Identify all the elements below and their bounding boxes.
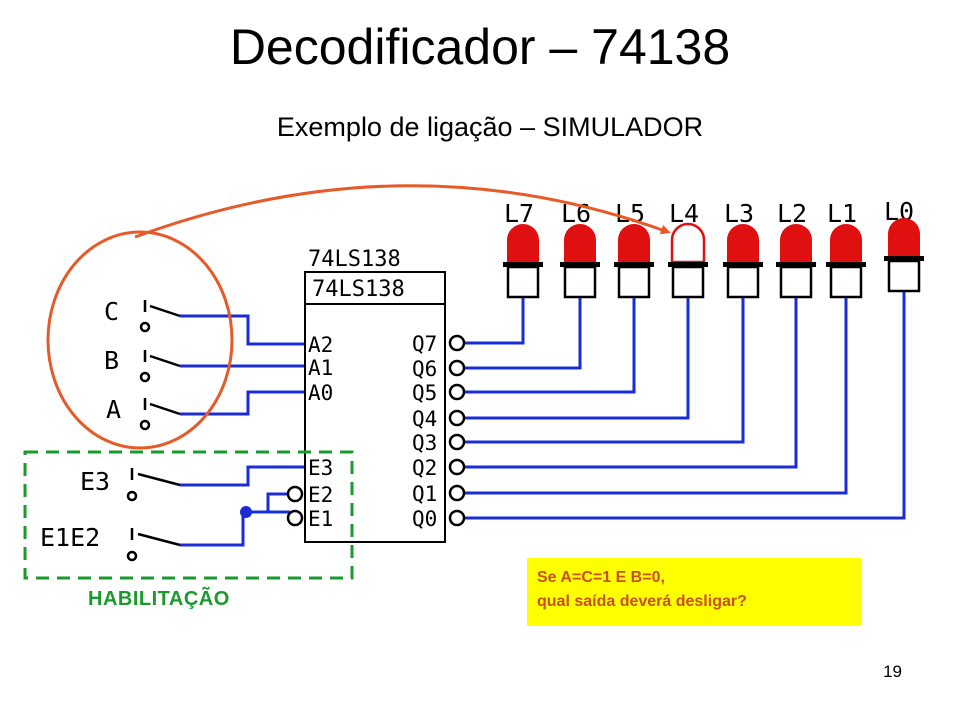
led-label-l1: L1	[827, 199, 857, 228]
wire-junction	[240, 506, 252, 518]
wire-q6-l6	[464, 298, 582, 370]
pin-q6: Q6	[412, 357, 437, 381]
question-line-1: Se A=C=1 E B=0,	[537, 569, 665, 586]
pin-e2: E2	[308, 483, 333, 507]
bubble-q0	[448, 509, 466, 527]
led-l6	[560, 224, 600, 299]
bubble-q4	[448, 409, 466, 427]
pin-e1: E1	[308, 507, 333, 531]
pin-a1: A1	[308, 356, 333, 380]
pin-a0: A0	[308, 381, 333, 405]
page-number: 19	[883, 662, 902, 681]
led-label-l4: L4	[669, 199, 699, 228]
pin-q2: Q2	[412, 456, 437, 480]
bubble-q6	[448, 359, 466, 377]
switch-e3	[126, 468, 181, 502]
switch-a	[139, 398, 181, 431]
chip-74ls138: 74LS138 74LS138 A2 A1 A0 E3 E2 E1 Q7 Q6 …	[286, 247, 466, 543]
led-label-l7: L7	[504, 199, 534, 228]
chip-body	[304, 271, 446, 543]
pin-q1: Q1	[412, 482, 437, 506]
pin-a2: A2	[308, 333, 333, 357]
wire-q4-l4	[464, 298, 690, 420]
switch-e1e2	[126, 528, 181, 562]
led-l4	[668, 222, 708, 299]
bubble-e2	[286, 485, 304, 503]
bubble-q2	[448, 458, 466, 476]
chip-label-outer: 74LS138	[308, 247, 401, 272]
switch-c	[139, 300, 181, 333]
pin-e3: E3	[308, 456, 333, 480]
switch-label-e1e2: E1E2	[40, 523, 100, 552]
switch-label-b: B	[104, 346, 119, 375]
leds: L7 L6 L5 L4 L3 L2 L1 L0	[503, 197, 924, 299]
wire-q0-l0	[464, 292, 906, 520]
question-line-2: qual saída deverá desligar?	[537, 593, 747, 610]
led-l2	[776, 224, 816, 299]
wire-q2-l2	[464, 298, 798, 469]
wire-q3-l3	[464, 298, 745, 444]
switch-b	[139, 350, 181, 383]
led-l5	[614, 224, 654, 299]
slide-title: Decodificador – 74138	[229, 19, 731, 75]
wires	[180, 292, 906, 547]
pin-q7: Q7	[412, 332, 437, 356]
switches	[126, 300, 181, 562]
led-label-l3: L3	[724, 199, 754, 228]
pin-q0: Q0	[412, 507, 437, 531]
bubble-e1	[286, 509, 304, 527]
wire-c-a2	[180, 314, 305, 346]
slide-subtitle: Exemplo de ligação – SIMULADOR	[276, 112, 704, 142]
wire-q7-l7	[464, 298, 525, 345]
pin-q4: Q4	[412, 407, 437, 431]
wire-q5-l5	[464, 298, 636, 394]
switch-label-a: A	[106, 395, 121, 424]
led-l3	[723, 224, 763, 299]
led-label-l2: L2	[777, 199, 807, 228]
led-l1	[826, 224, 866, 299]
enable-group-label: HABILITAÇÃO	[88, 588, 230, 610]
wire-q1-l1	[464, 298, 848, 495]
wire-e3	[180, 465, 305, 487]
bubble-q5	[448, 383, 466, 401]
led-l7	[503, 224, 543, 299]
bubble-q1	[448, 484, 466, 502]
pin-q5: Q5	[412, 381, 437, 405]
wire-a-a0	[180, 390, 305, 416]
pin-q3: Q3	[412, 431, 437, 455]
enable-group-box	[23, 450, 354, 580]
chip-label-inner: 74LS138	[312, 277, 405, 302]
switch-label-e3: E3	[80, 467, 110, 496]
highlight-circle	[46, 230, 234, 450]
question-callout: Se A=C=1 E B=0, qual saída deverá deslig…	[527, 558, 861, 626]
switch-label-c: C	[104, 297, 119, 326]
wire-e1e2	[180, 512, 245, 547]
annotation-arrow	[134, 184, 671, 239]
bubble-q3	[448, 433, 466, 451]
bubble-q7	[448, 334, 466, 352]
led-l0	[884, 218, 924, 293]
